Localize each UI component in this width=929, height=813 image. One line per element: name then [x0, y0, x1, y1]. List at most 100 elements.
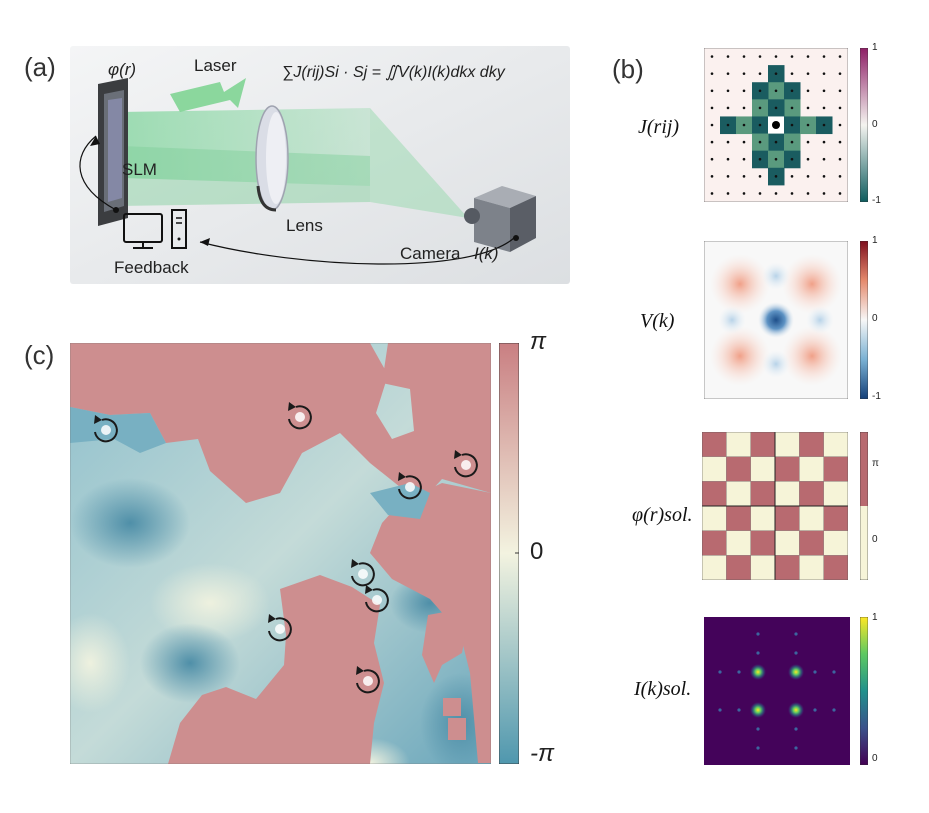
v-minor-negative-lobe [762, 350, 790, 378]
lattice-site-dot [838, 55, 842, 58]
lattice-site-dot [790, 175, 794, 178]
phase-colorbar [499, 343, 519, 764]
phi-solution-cell [702, 456, 727, 482]
lens-icon [255, 105, 289, 212]
j-coupling-plot [704, 48, 848, 202]
lattice-site-dot [790, 89, 794, 93]
vortex-circle [288, 405, 312, 430]
lattice-site-dot [838, 123, 842, 127]
lattice-site-dot [710, 55, 714, 58]
setup-diagram [70, 46, 570, 284]
v-minor-negative-lobe [806, 306, 834, 334]
diffraction-side-peak [813, 670, 817, 674]
lattice-site-dot [742, 175, 746, 178]
lattice-site-dot [822, 123, 826, 127]
lattice-site-dot [806, 106, 810, 110]
lattice-site-dot [806, 140, 810, 144]
lattice-site-dot [742, 192, 746, 195]
lattice-site-dot [758, 175, 762, 178]
phi-solution-cell [823, 506, 848, 532]
phi-solution-cell [799, 506, 825, 532]
lattice-site-dot [758, 89, 762, 93]
vortex-core [275, 624, 285, 634]
lattice-site-dot [822, 106, 826, 110]
lattice-site-dot [806, 175, 810, 178]
lattice-site-dot [726, 157, 730, 161]
diffraction-side-peak [813, 708, 817, 712]
lattice-site-dot [838, 72, 842, 75]
lattice-site-dot [822, 140, 826, 144]
lattice-site-dot [790, 192, 794, 195]
lattice-site-dot [742, 106, 746, 110]
panel-c-label: (c) [24, 340, 55, 370]
i-cbar-top: 1 [872, 612, 878, 623]
lattice-site-dot [838, 140, 842, 144]
diffraction-side-peak [794, 632, 798, 636]
lattice-site-dot [822, 55, 826, 58]
lattice-site-dot [758, 192, 762, 195]
lattice-site-dot [710, 157, 714, 161]
v-positive-lobe [710, 326, 770, 386]
v-plot-label: V(k) [640, 310, 675, 332]
lattice-site-dot [790, 157, 794, 161]
slm-icon [98, 78, 128, 226]
vortex-markers [94, 402, 478, 694]
feedback-arrows [79, 135, 515, 265]
lattice-site-dot [758, 72, 762, 75]
vortex-arrowhead [356, 666, 364, 675]
lattice-site-dot [742, 157, 746, 161]
i-plot-background [704, 617, 850, 765]
lattice-site-dot [726, 106, 730, 110]
lattice-site-dot [790, 123, 794, 127]
lattice-site-dot [742, 123, 746, 127]
v-minor-negative-lobe [718, 306, 746, 334]
lattice-site-dot [822, 175, 826, 178]
lattice-site-dot [790, 140, 794, 144]
lattice-site-dot [710, 175, 714, 178]
phi-solution-cell [726, 432, 752, 458]
v-colorbar [860, 241, 868, 399]
lattice-site-dot [726, 55, 730, 58]
lattice-site-dot [774, 140, 778, 144]
phi-solution-cell [823, 481, 848, 507]
j-cbar-mid: 0 [872, 119, 878, 130]
equation: ∑J(rij)Si · Sj = ∬V(k)I(k)dkx dky [282, 64, 505, 81]
phase-cbar-mid: 0 [530, 538, 544, 565]
diffraction-side-peak [718, 708, 722, 712]
lattice-site-dot [806, 72, 810, 75]
diffraction-side-peak [832, 708, 836, 712]
feedback-start-dot [113, 207, 119, 213]
vortex-core [101, 425, 111, 435]
lattice-site-dot [806, 89, 810, 93]
phi-solution-cell [823, 530, 848, 556]
diffraction-peak [788, 664, 804, 680]
vortex-arrowhead [288, 402, 296, 411]
phi-solution-cell [775, 555, 800, 580]
diffraction-side-peak [718, 670, 722, 674]
phi-solution-cell [750, 456, 776, 482]
phi-solution-cell [799, 530, 825, 556]
lattice-site-dot [806, 157, 810, 161]
lattice-site-dot [710, 192, 714, 195]
vortex-circle [398, 475, 422, 500]
phi-solution-cell [823, 432, 848, 458]
phi-solution-cell [702, 481, 727, 507]
v-potential-plot [704, 241, 848, 399]
laser-arrow-icon [170, 78, 246, 112]
lattice-site-dot [742, 55, 746, 58]
j-cbar-bottom: -1 [872, 195, 881, 206]
lattice-site-dot [790, 106, 794, 110]
diffraction-side-peak [832, 670, 836, 674]
lattice-site-dot [806, 55, 810, 58]
phi-solution-cell [799, 456, 825, 482]
lattice-site-dot [806, 123, 810, 127]
panel-b-label: (b) [612, 54, 644, 84]
diffraction-side-peak [737, 670, 741, 674]
panel-a-label: (a) [24, 52, 56, 82]
phi-cbar-bottom: 0 [872, 534, 878, 545]
phi-solution-cell [702, 530, 727, 556]
vortex-circle [94, 418, 118, 443]
vortex-arrowhead [268, 614, 276, 623]
phi-solution-cell [823, 456, 848, 482]
phi-solution-cell [799, 432, 825, 458]
